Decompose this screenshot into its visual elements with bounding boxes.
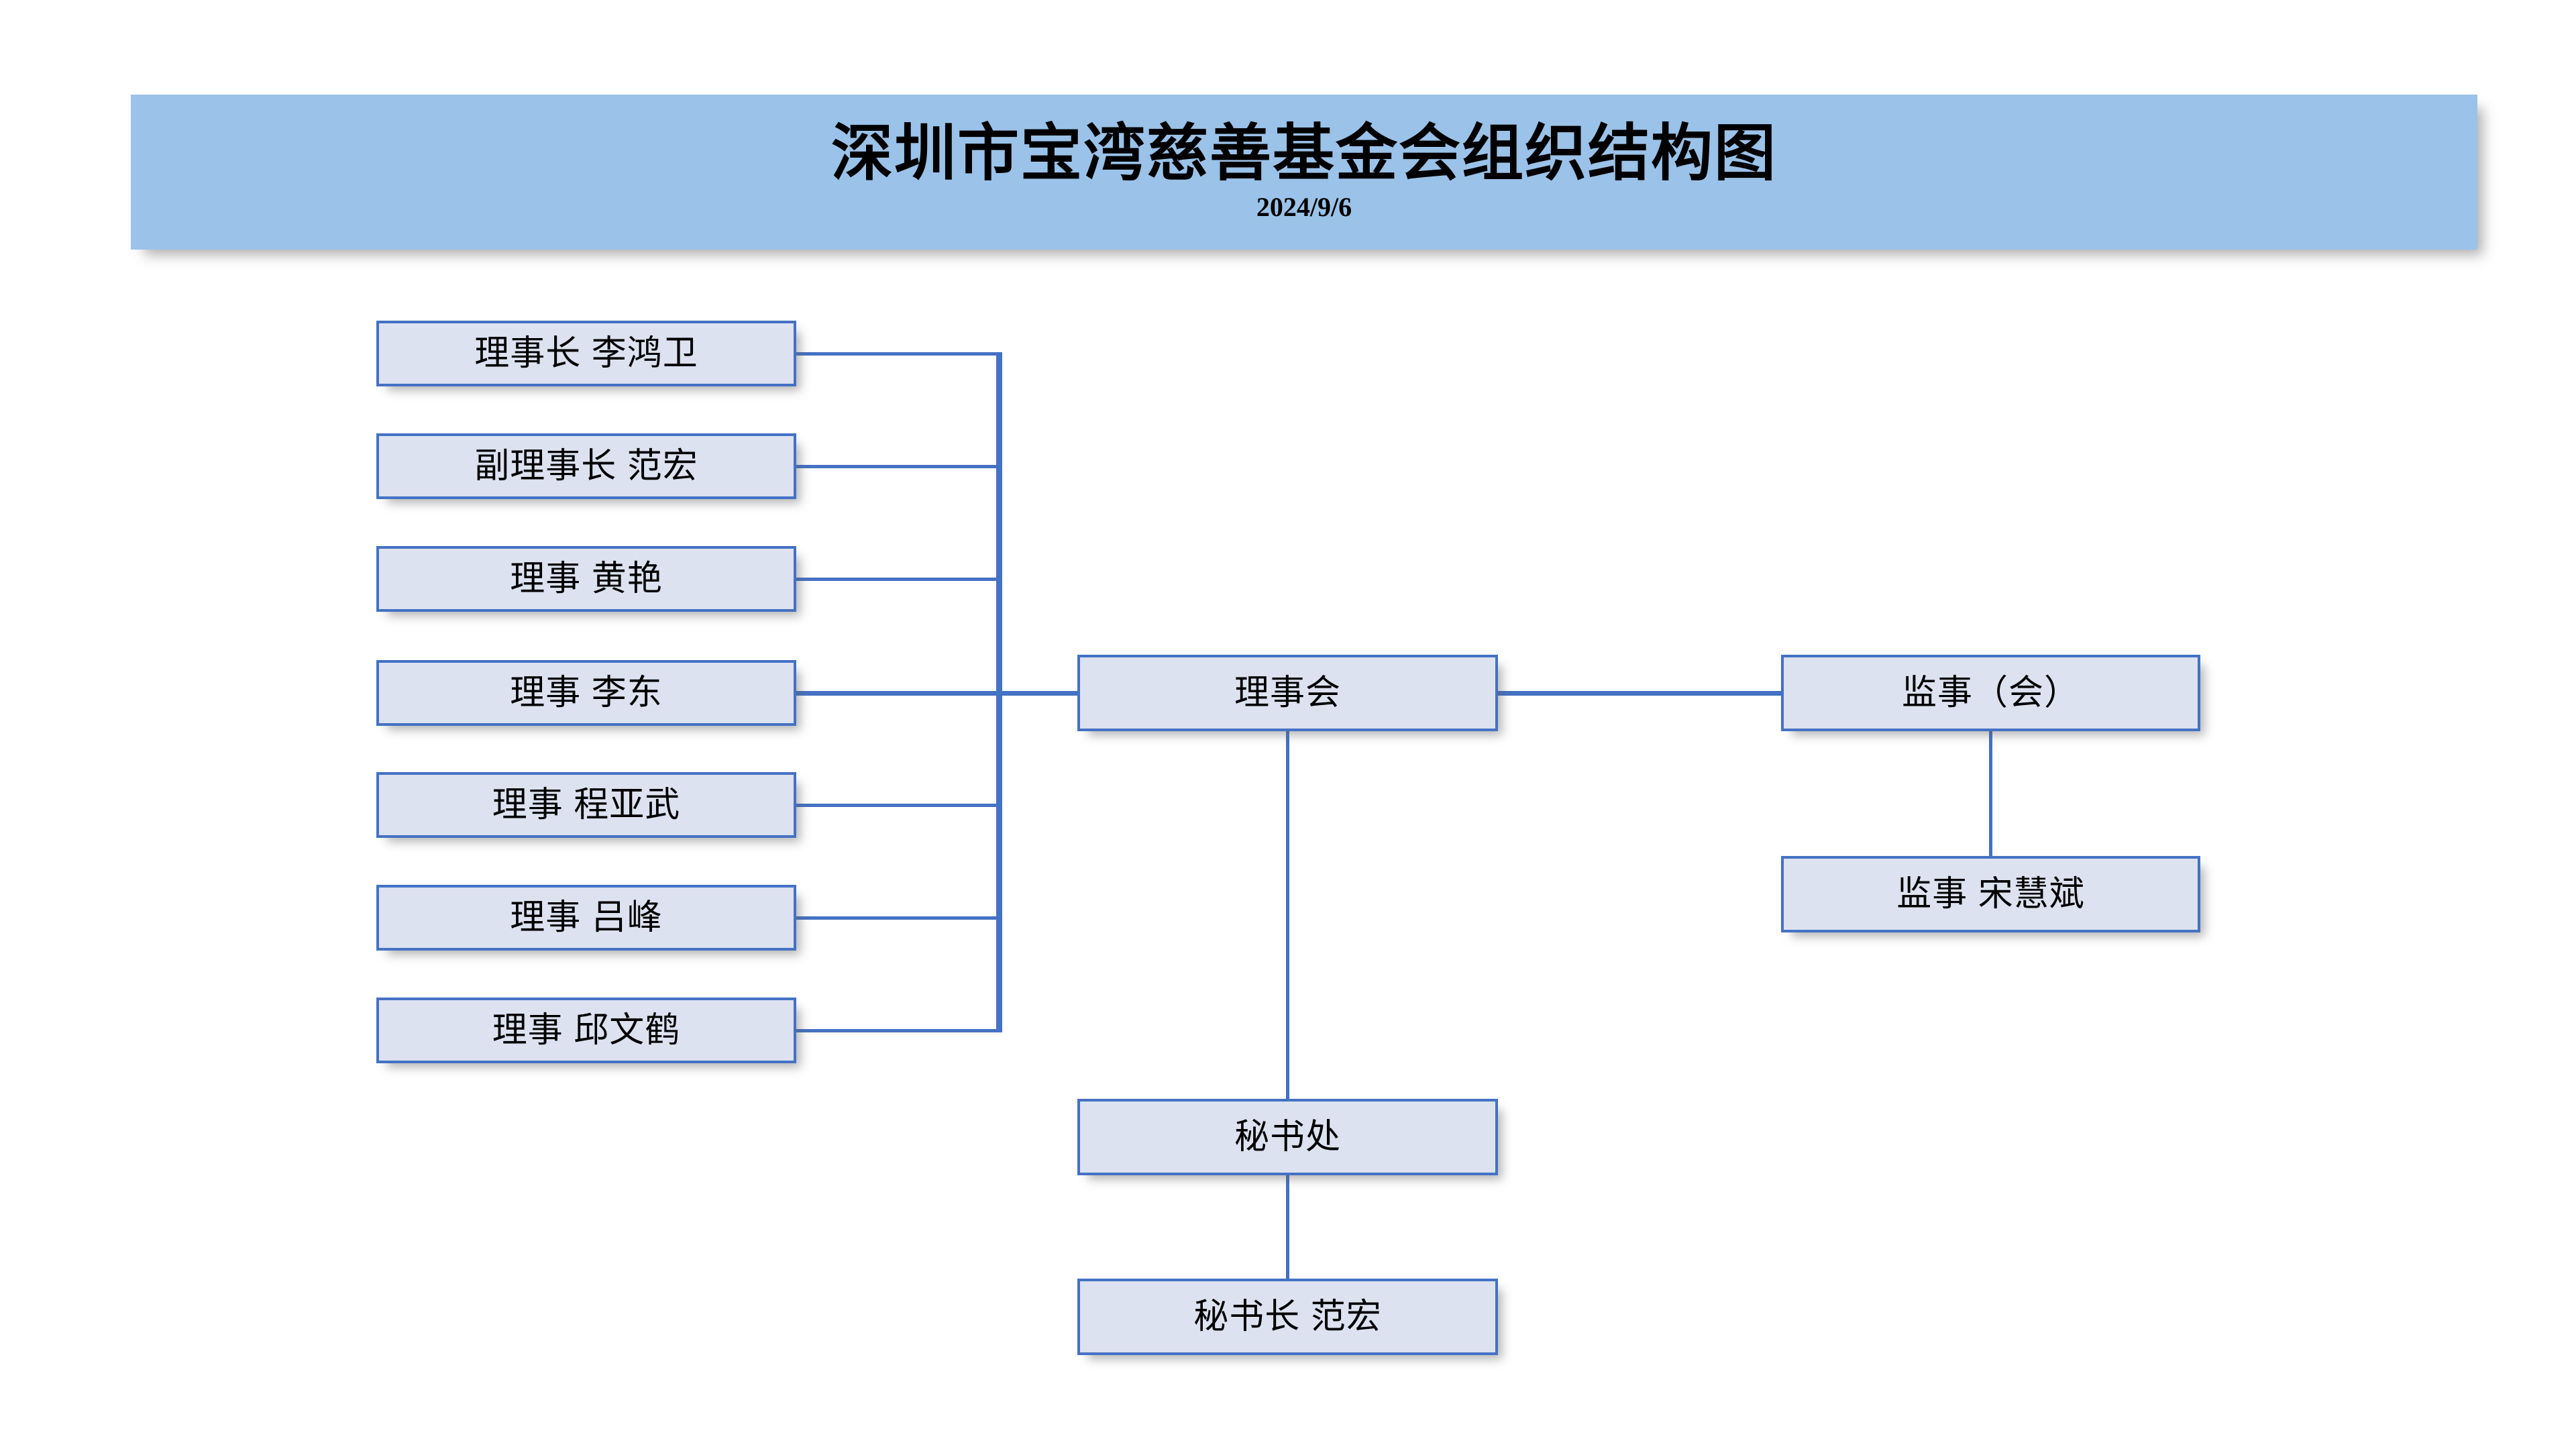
node-director-huangyan[interactable]: 理事 黄艳 xyxy=(376,546,796,612)
connector-director-3-horizontal xyxy=(796,804,1001,807)
node-chairman[interactable]: 理事长 李鸿卫 xyxy=(376,321,796,386)
node-director-lidong[interactable]: 理事 李东 xyxy=(376,660,796,726)
node-supervisor-songhuibin-label: 监事 宋慧斌 xyxy=(1896,875,2085,914)
node-chairman-label: 理事长 李鸿卫 xyxy=(474,334,698,373)
node-director-qiuwenhe-label: 理事 邱文鹤 xyxy=(492,1011,681,1050)
page-title: 深圳市宝湾慈善基金会组织结构图 xyxy=(830,119,1777,188)
node-board[interactable]: 理事会 xyxy=(1077,655,1498,731)
node-secretary-general[interactable]: 秘书长 范宏 xyxy=(1077,1279,1498,1355)
node-director-lidong-label: 理事 李东 xyxy=(510,674,663,712)
node-board-label: 理事会 xyxy=(1234,674,1341,712)
connector-board-to-secretariat xyxy=(1286,730,1289,1103)
node-secretary-general-label: 秘书长 范宏 xyxy=(1193,1297,1382,1336)
node-supervisor-songhuibin[interactable]: 监事 宋慧斌 xyxy=(1781,856,2200,932)
connector-director-5-horizontal xyxy=(796,1029,1001,1032)
connector-director-2-horizontal xyxy=(796,691,1081,696)
node-supervisor-board-label: 监事（会） xyxy=(1901,674,2080,712)
node-director-chengyawu-label: 理事 程亚武 xyxy=(492,786,681,824)
connector-vice-chairman-horizontal xyxy=(796,465,1001,468)
connector-director-1-horizontal xyxy=(796,578,1001,581)
node-supervisor-board[interactable]: 监事（会） xyxy=(1781,655,2200,731)
node-director-lvfeng-label: 理事 吕峰 xyxy=(510,898,663,937)
connector-director-4-horizontal xyxy=(796,916,1001,920)
node-director-chengyawu[interactable]: 理事 程亚武 xyxy=(376,772,796,838)
connector-supervisor-vertical xyxy=(1989,730,1992,863)
connector-chairman-horizontal xyxy=(796,352,1001,356)
connector-board-to-supervisor xyxy=(1495,691,1784,696)
title-banner: 深圳市宝湾慈善基金会组织结构图 2024/9/6 xyxy=(131,95,2477,250)
connector-secretariat-to-secretary-general xyxy=(1286,1175,1289,1283)
node-director-lvfeng[interactable]: 理事 吕峰 xyxy=(376,885,796,951)
connector-members-trunk xyxy=(996,352,1002,1032)
node-vice-chairman[interactable]: 副理事长 范宏 xyxy=(376,433,796,499)
node-secretariat[interactable]: 秘书处 xyxy=(1077,1099,1498,1175)
node-director-qiuwenhe[interactable]: 理事 邱文鹤 xyxy=(376,998,796,1063)
node-secretariat-label: 秘书处 xyxy=(1234,1118,1341,1157)
node-director-huangyan-label: 理事 黄艳 xyxy=(510,559,663,598)
node-vice-chairman-label: 副理事长 范宏 xyxy=(474,447,698,486)
page-date: 2024/9/6 xyxy=(1256,192,1352,223)
